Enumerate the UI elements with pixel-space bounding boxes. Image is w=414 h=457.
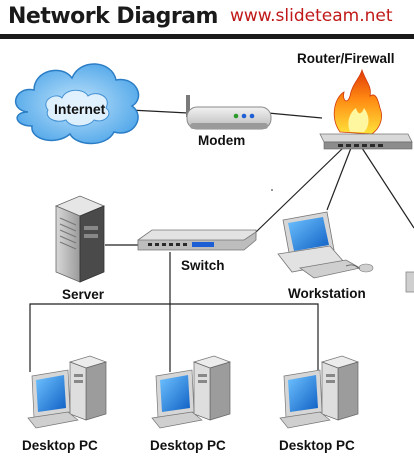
link-internet-modem [129, 109, 189, 114]
desktop-bus [29, 303, 319, 372]
link-modem-router [267, 112, 323, 119]
workstation-icon [277, 211, 374, 279]
modem-label: Modem [198, 133, 246, 148]
modem-icon [186, 95, 272, 130]
internet-label: Internet [54, 101, 106, 117]
desktop-pc-icon-2 [151, 355, 232, 429]
diagram-title: Network Diagram [8, 4, 218, 29]
router-label: Router/Firewall [297, 51, 395, 66]
server-icon [54, 195, 106, 283]
switch-label: Switch [181, 258, 225, 273]
desktop-pc-label-2: Desktop PC [150, 438, 226, 453]
title-divider [0, 34, 414, 39]
workstation-label: Workstation [288, 286, 366, 301]
desktop-pc-label-1: Desktop PC [22, 438, 98, 453]
cloud-icon [14, 63, 140, 145]
switch-icon [137, 229, 257, 251]
offscreen-device-icon [405, 271, 414, 293]
connections [29, 109, 414, 372]
link-router-offscreen [361, 147, 414, 229]
desktop-pc-icon-1 [27, 355, 108, 429]
router-icon [319, 133, 413, 150]
desktop-pc-label-3: Desktop PC [279, 438, 355, 453]
link-router-switch [255, 147, 344, 233]
desktop-pc-icon-3 [279, 355, 360, 429]
website-label[interactable]: www.slideteam.net [230, 6, 393, 26]
server-label: Server [62, 287, 105, 302]
link-router-workstation [326, 147, 352, 211]
firewall-icon [333, 68, 382, 135]
